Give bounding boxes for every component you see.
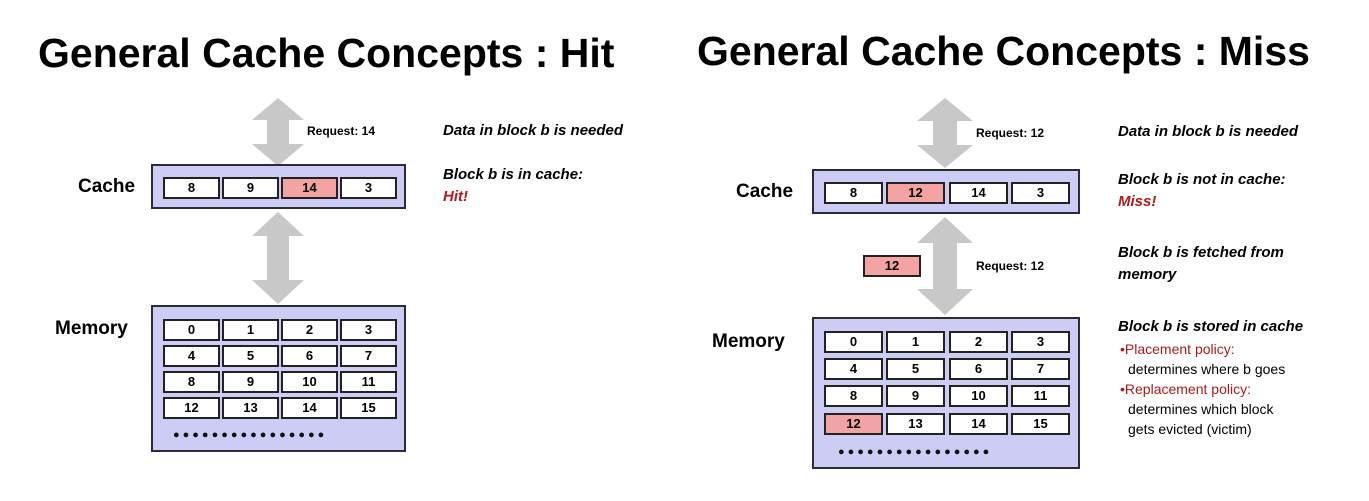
miss-memory-arrow-icon: [917, 217, 973, 315]
hit-memory-panel: 0 1 2 3 4 5 6 7 8 9 10 11 12 13 14 15 ●●…: [151, 305, 406, 452]
miss-memory-block: 5: [886, 358, 945, 380]
miss-cache-block-new: 12: [886, 182, 945, 204]
miss-request-arrow-icon: [917, 98, 973, 168]
miss-bullet-replacement: •Replacement policy:: [1120, 379, 1251, 399]
miss-memory-block: 7: [1011, 358, 1070, 380]
hit-cache-block: 3: [340, 177, 397, 199]
hit-memory-block: 8: [163, 371, 220, 393]
miss-memory-ellipsis: ●●●●●●●●●●●●●●●●: [838, 446, 993, 458]
miss-memory-panel: 0 1 2 3 4 5 6 7 8 9 10 11 12 13 14 15 ●●…: [812, 317, 1080, 469]
hit-memory-block: 1: [222, 319, 279, 341]
miss-title: General Cache Concepts : Miss: [697, 28, 1310, 74]
miss-fetched-block: 12: [863, 255, 921, 277]
miss-replacement-policy-desc: determines which block gets evicted (vic…: [1128, 401, 1274, 437]
miss-memory-block: 11: [1011, 385, 1070, 407]
hit-memory-ellipsis: ●●●●●●●●●●●●●●●●: [173, 429, 328, 441]
miss-request-top-label: Request: 12: [976, 126, 1045, 140]
hit-memory-block: 5: [222, 345, 279, 367]
miss-memory-block: 2: [949, 331, 1008, 353]
hit-memory-block: 10: [281, 371, 338, 393]
hit-memory-block: 4: [163, 345, 220, 367]
hit-request-label: Request: 14: [307, 124, 376, 138]
hit-memory-block: 7: [340, 345, 397, 367]
miss-note-fetched: Block b is fetched from memory: [1118, 244, 1284, 283]
bullet-icon: •: [1120, 341, 1125, 357]
hit-memory-block: 14: [281, 397, 338, 419]
hit-request-arrow-icon: [252, 98, 304, 166]
miss-cache-block: 8: [824, 182, 883, 204]
hit-note-hit: Hit!: [443, 188, 468, 205]
miss-memory-block: 1: [886, 331, 945, 353]
hit-memory-block: 12: [163, 397, 220, 419]
hit-cache-block: 9: [222, 177, 279, 199]
bullet-icon: •: [1120, 381, 1125, 397]
miss-note-not-in-cache: Block b is not in cache:: [1118, 171, 1286, 188]
hit-memory-arrow-icon: [252, 212, 304, 304]
miss-bullet-placement: •Placement policy:: [1120, 339, 1235, 359]
hit-cache-panel: 8 9 14 3: [151, 164, 406, 209]
miss-request-bottom-label: Request: 12: [976, 259, 1045, 273]
miss-memory-label: Memory: [712, 331, 785, 352]
miss-placement-policy-label: Placement policy:: [1124, 341, 1235, 357]
hit-note-needed: Data in block b is needed: [443, 122, 624, 139]
miss-memory-block: 15: [1011, 413, 1070, 435]
miss-memory-block: 14: [949, 413, 1008, 435]
miss-cache-block: 14: [949, 182, 1008, 204]
hit-memory-block: 11: [340, 371, 397, 393]
hit-memory-block: 6: [281, 345, 338, 367]
hit-memory-label: Memory: [55, 318, 128, 339]
miss-memory-block: 8: [824, 385, 883, 407]
hit-memory-block: 2: [281, 319, 338, 341]
miss-memory-block: 0: [824, 331, 883, 353]
miss-cache-label: Cache: [736, 181, 794, 202]
miss-note-needed: Data in block b is needed: [1118, 123, 1299, 140]
hit-memory-block: 13: [222, 397, 279, 419]
hit-memory-block: 15: [340, 397, 397, 419]
miss-replacement-policy-label: Replacement policy:: [1124, 381, 1251, 397]
hit-title: General Cache Concepts : Hit: [38, 30, 615, 76]
miss-cache-panel: 8 12 14 3: [812, 169, 1080, 214]
miss-note-stored: Block b is stored in cache: [1118, 318, 1304, 335]
miss-note-miss: Miss!: [1118, 193, 1157, 210]
miss-memory-block-requested: 12: [824, 413, 883, 435]
hit-memory-block: 0: [163, 319, 220, 341]
miss-memory-block: 4: [824, 358, 883, 380]
miss-memory-block: 9: [886, 385, 945, 407]
miss-memory-block: 10: [949, 385, 1008, 407]
hit-memory-block: 3: [340, 319, 397, 341]
miss-cache-block: 3: [1011, 182, 1070, 204]
miss-memory-block: 13: [886, 413, 945, 435]
hit-memory-block: 9: [222, 371, 279, 393]
hit-cache-label: Cache: [78, 176, 136, 197]
miss-placement-policy-desc: determines where b goes: [1128, 361, 1286, 377]
hit-cache-block-hit: 14: [281, 177, 338, 199]
miss-memory-block: 6: [949, 358, 1008, 380]
hit-cache-block: 8: [163, 177, 220, 199]
miss-memory-block: 3: [1011, 331, 1070, 353]
hit-note-in-cache: Block b is in cache:: [443, 166, 584, 183]
